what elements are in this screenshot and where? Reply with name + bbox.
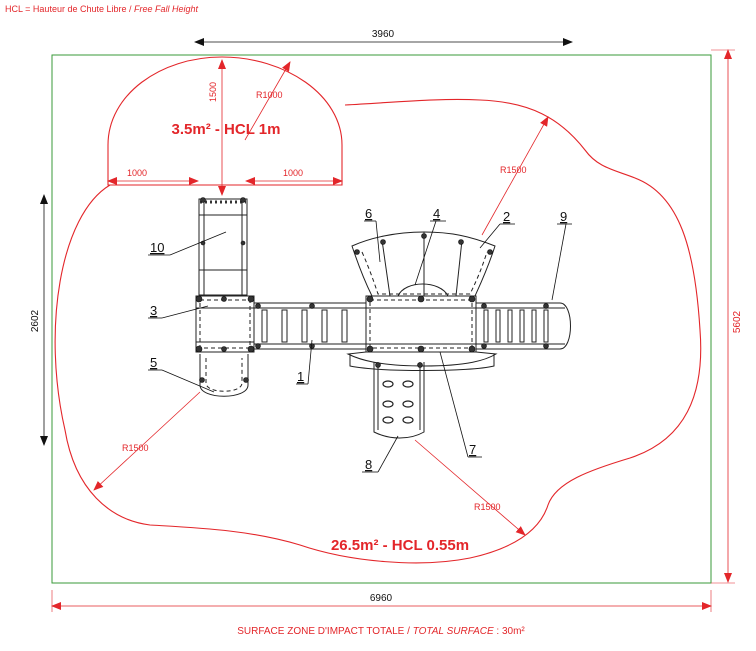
callout-9: 9	[560, 209, 567, 224]
boundary-rectangle	[51, 54, 712, 584]
left-offset-label: 1000	[127, 168, 147, 178]
small-zone-radius-label: R1000	[256, 90, 283, 100]
callout-6: 6	[365, 206, 372, 221]
element-8-climbing-wall	[373, 362, 425, 439]
left-dimension-label: 2602	[30, 309, 41, 332]
radius-bottom-left-line	[93, 391, 201, 491]
callout-4: 4	[433, 206, 440, 221]
element-3-platform	[195, 295, 255, 353]
bottom-dimension-label: 6960	[370, 593, 393, 604]
callout-3: 3	[150, 303, 157, 318]
callout-2: 2	[503, 209, 510, 224]
callout-7: 7	[469, 442, 476, 457]
callout-leaders	[148, 220, 572, 473]
radius-bottom-right-line	[414, 439, 526, 536]
radius-bottom-right-label: R1500	[474, 502, 501, 512]
right-dimension-label: 5602	[732, 310, 743, 333]
footer-total-surface: SURFACE ZONE D'IMPACT TOTALE / TOTAL SUR…	[237, 626, 525, 637]
header-legend: HCL = Hauteur de Chute Libre / Free Fall…	[5, 4, 199, 14]
callout-1: 1	[297, 369, 304, 384]
small-zone-height-label: 1500	[208, 82, 218, 102]
element-10-climbing-ladder	[198, 198, 248, 296]
small-zone-radius-line	[244, 61, 291, 141]
right-offset-label: 1000	[283, 168, 303, 178]
play-equipment	[195, 198, 571, 439]
main-impact-zone-outline	[54, 98, 702, 564]
radius-top-right-line	[481, 116, 549, 236]
callout-5: 5	[150, 355, 157, 370]
callout-10: 10	[150, 240, 164, 255]
radius-bottom-left-label: R1500	[122, 443, 149, 453]
callout-8: 8	[365, 457, 372, 472]
top-dimension-label: 3960	[372, 29, 395, 40]
radius-top-right-label: R1500	[500, 165, 527, 175]
small-impact-zone-outline	[107, 56, 343, 186]
main-zone-label: 26.5m² - HCL 0.55m	[331, 537, 469, 554]
small-zone-label: 3.5m² - HCL 1m	[172, 121, 281, 138]
structure-posts	[195, 197, 549, 383]
element-1-bridge	[253, 302, 367, 350]
element-9-horizontal-ladder	[475, 302, 571, 350]
element-5-slide	[199, 354, 249, 397]
